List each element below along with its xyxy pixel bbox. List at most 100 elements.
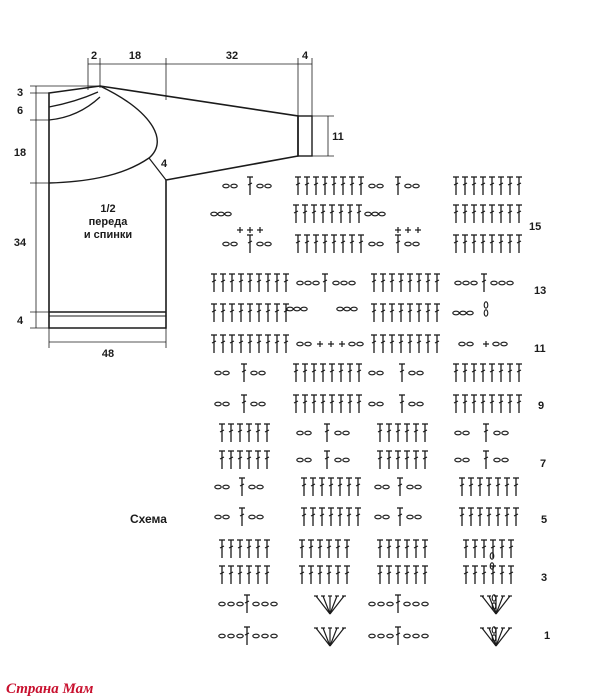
double-crochet-symbol: [219, 429, 225, 433]
double-crochet-symbol: [481, 279, 487, 283]
chain-symbol: [452, 310, 460, 316]
chain-symbol: [250, 370, 258, 376]
chain-symbol: [412, 601, 420, 607]
double-crochet-symbol: [513, 513, 519, 517]
double-crochet-symbol: [371, 309, 377, 313]
chain-symbol: [454, 280, 462, 286]
double-crochet-symbol: [413, 571, 419, 575]
raglan-seam: [148, 157, 167, 181]
chain-symbol: [350, 306, 358, 312]
double-crochet-symbol: [241, 400, 247, 404]
chain-symbol: [454, 457, 462, 463]
double-crochet-symbol: [338, 369, 344, 373]
chain-symbol: [256, 183, 264, 189]
double-crochet-symbol: [507, 210, 513, 214]
chain-symbol: [222, 401, 230, 407]
chain-symbol: [404, 241, 412, 247]
double-crochet-symbol: [499, 545, 505, 549]
chain-symbol: [218, 633, 226, 639]
double-crochet-symbol: [358, 240, 364, 244]
double-crochet-symbol: [301, 513, 307, 517]
double-crochet-symbol: [338, 400, 344, 404]
double-crochet-symbol: [486, 483, 492, 487]
dc-fan-symbol: [329, 595, 345, 615]
dc-fan-symbol: [495, 627, 511, 647]
double-crochet-symbol: [490, 545, 496, 549]
chain-symbol: [462, 430, 470, 436]
row-number-3: 3: [541, 572, 547, 584]
chain-symbol: [256, 484, 264, 490]
dc-fan-symbol: [495, 595, 504, 615]
double-crochet-symbol: [247, 309, 253, 313]
chain-symbol: [332, 280, 340, 286]
double-crochet-symbol: [274, 279, 280, 283]
chain-symbol: [217, 211, 225, 217]
double-crochet-symbol: [311, 210, 317, 214]
double-crochet-symbol: [480, 210, 486, 214]
double-crochet-symbol: [237, 456, 243, 460]
double-crochet-symbol: [247, 240, 253, 244]
double-crochet-symbol: [246, 571, 252, 575]
double-crochet-symbol: [319, 513, 325, 517]
double-crochet-symbol: [495, 513, 501, 517]
chain-symbol: [491, 626, 497, 634]
double-crochet-symbol: [489, 182, 495, 186]
double-crochet-symbol: [480, 240, 486, 244]
chain-symbol: [336, 306, 344, 312]
double-crochet-symbol: [377, 429, 383, 433]
double-crochet-symbol: [508, 545, 514, 549]
double-crochet-symbol: [498, 210, 504, 214]
dim-top-shoulder: 2: [91, 50, 97, 62]
double-crochet-symbol: [313, 240, 319, 244]
double-crochet-symbol: [274, 309, 280, 313]
chain-symbol: [489, 552, 495, 560]
dim-body: 34: [14, 237, 27, 249]
double-crochet-symbol: [516, 240, 522, 244]
double-crochet-symbol: [220, 279, 226, 283]
double-crochet-symbol: [389, 309, 395, 313]
double-crochet-symbol: [416, 340, 422, 344]
double-crochet-symbol: [265, 309, 271, 313]
double-crochet-symbol: [211, 279, 217, 283]
double-crochet-symbol: [389, 279, 395, 283]
double-crochet-symbol: [377, 571, 383, 575]
double-crochet-symbol: [228, 456, 234, 460]
double-crochet-symbol: [483, 429, 489, 433]
double-crochet-symbol: [371, 340, 377, 344]
double-crochet-symbol: [228, 571, 234, 575]
chain-symbol: [386, 633, 394, 639]
double-crochet-symbol: [246, 456, 252, 460]
double-crochet-symbol: [404, 545, 410, 549]
double-crochet-symbol: [472, 571, 478, 575]
double-crochet-symbol: [395, 182, 401, 186]
double-crochet-symbol: [246, 545, 252, 549]
double-crochet-symbol: [498, 182, 504, 186]
chain-symbol: [248, 514, 256, 520]
chain-symbol: [382, 484, 390, 490]
double-crochet-symbol: [326, 571, 332, 575]
double-crochet-symbol: [244, 600, 250, 604]
chain-symbol: [404, 183, 412, 189]
double-crochet-symbol: [395, 545, 401, 549]
double-crochet-symbol: [228, 429, 234, 433]
double-crochet-symbol: [377, 545, 383, 549]
chain-symbol: [368, 633, 376, 639]
double-crochet-symbol: [398, 340, 404, 344]
double-crochet-symbol: [304, 182, 310, 186]
double-crochet-symbol: [463, 545, 469, 549]
double-crochet-symbol: [471, 240, 477, 244]
dc-fan-symbol: [329, 595, 338, 615]
chain-symbol: [214, 401, 222, 407]
double-crochet-symbol: [237, 571, 243, 575]
dc-fan-symbol: [495, 595, 511, 615]
chain-symbol: [493, 457, 501, 463]
double-crochet-symbol: [246, 429, 252, 433]
double-crochet-symbol: [219, 571, 225, 575]
double-crochet-symbol: [344, 545, 350, 549]
double-crochet-symbol: [407, 309, 413, 313]
double-crochet-symbol: [471, 182, 477, 186]
double-crochet-symbol: [395, 571, 401, 575]
chain-symbol: [376, 241, 384, 247]
chain-symbol: [386, 601, 394, 607]
chain-symbol: [374, 514, 382, 520]
